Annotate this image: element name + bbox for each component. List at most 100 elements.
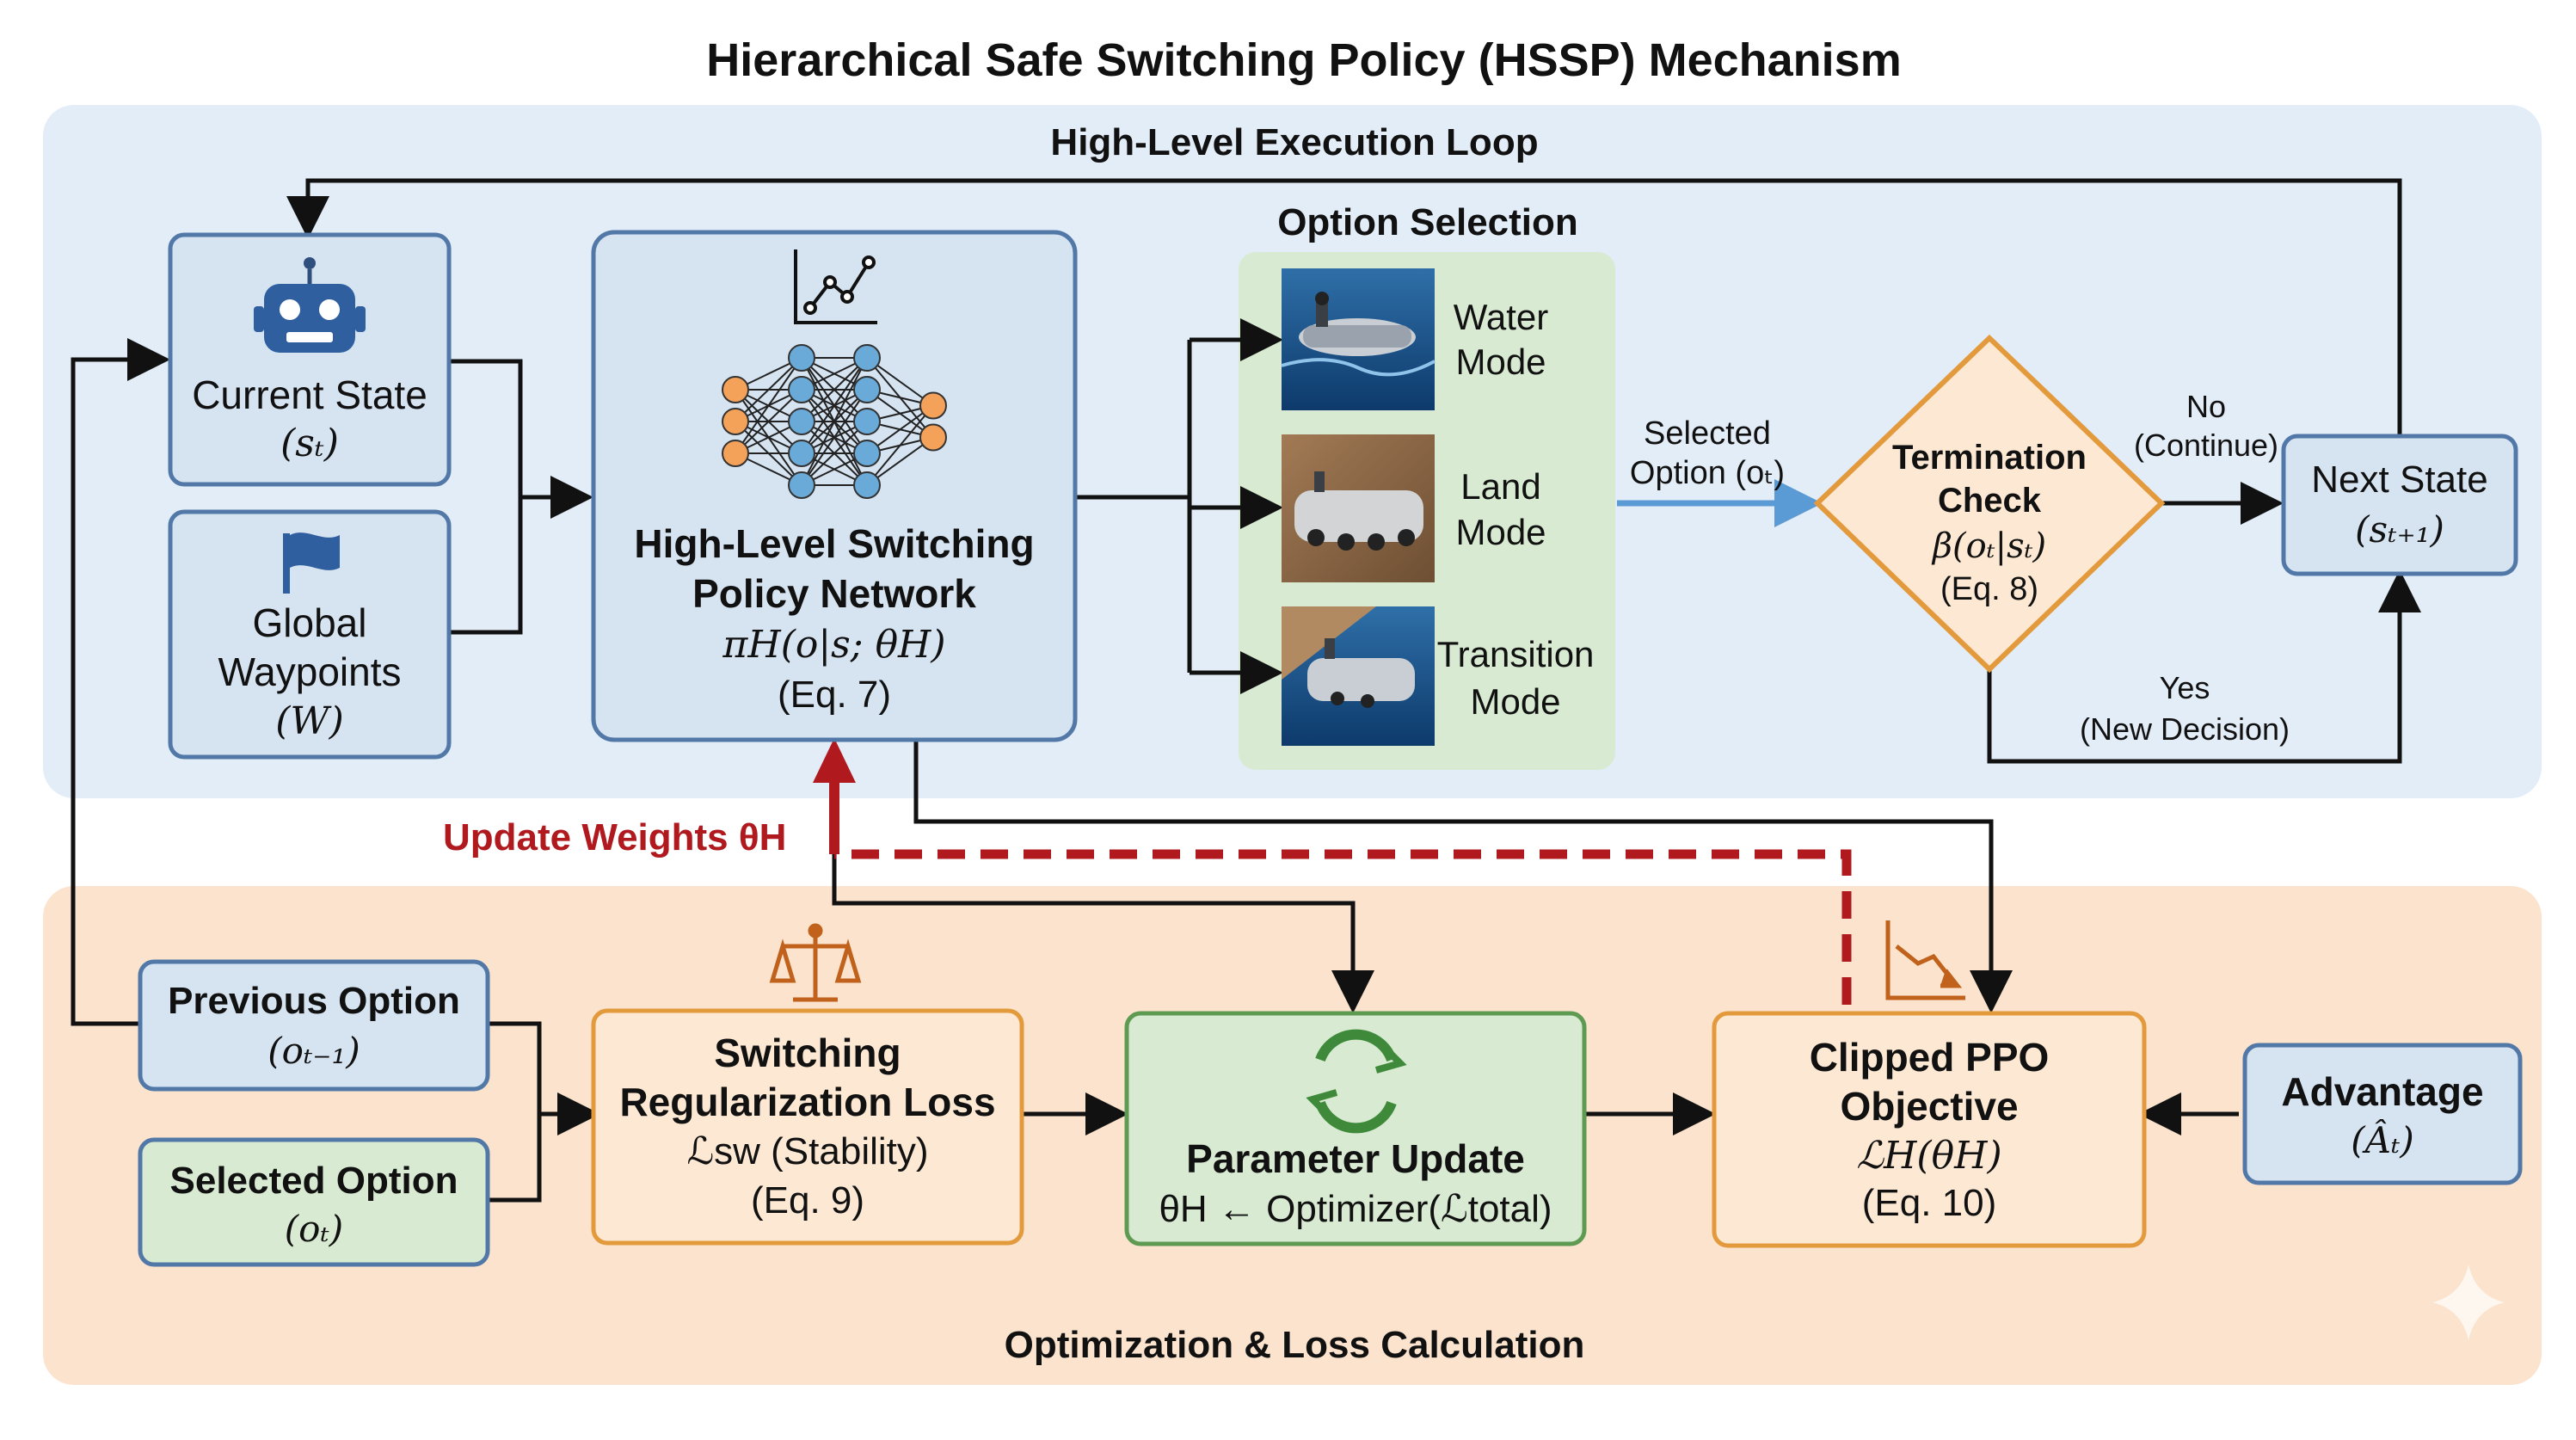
nn-node <box>919 391 947 420</box>
policy-network-line1: High-Level Switching <box>634 521 1034 566</box>
next-state-symbol: (sₜ₊₁) <box>2355 508 2444 551</box>
next-state-label: Next State <box>2311 458 2487 501</box>
water-mode-image <box>1281 268 1436 410</box>
switching-loss-line1: Switching <box>714 1031 901 1075</box>
nn-connection <box>801 357 868 454</box>
nn-node <box>788 376 815 403</box>
nn-node <box>853 440 881 467</box>
advantage-symbol: (Âₜ) <box>2351 1118 2413 1161</box>
switching-loss-eq: (Eq. 9) <box>751 1179 864 1222</box>
termination-line2: Check <box>1938 482 2042 520</box>
water-mode-line1: Water <box>1454 297 1548 337</box>
flag-icon <box>283 532 340 594</box>
update-weights-dashed-line <box>834 849 1852 1005</box>
no-label-line1: No <box>2186 389 2226 424</box>
update-weights-arrow-head <box>813 738 856 783</box>
nn-connection <box>801 389 868 486</box>
yes-arrow <box>1987 569 2421 764</box>
balance-scale-icon <box>769 923 862 1002</box>
selected-option-label: Selected Option <box>170 1160 458 1202</box>
ppo-objective-formula: ℒH(θH) <box>1856 1134 2001 1178</box>
stem-to-param-arrow <box>832 826 1374 1013</box>
policy-network-formula: πH(o|s; θH) <box>722 623 945 667</box>
selected-option-arrow-line2: Option (oₜ) <box>1630 455 1785 491</box>
advantage-box <box>2242 1043 2523 1185</box>
no-label-line2: (Continue) <box>2134 428 2278 463</box>
declining-chart-icon <box>1885 920 1965 1000</box>
nn-node <box>722 408 749 435</box>
ppo-objective-line1: Clipped PPO <box>1810 1035 2050 1080</box>
nn-connection <box>735 357 802 454</box>
nn-connection <box>801 357 868 486</box>
switching-loss-formula: ℒsw (Stability) <box>686 1130 928 1172</box>
connectors <box>71 178 2421 1203</box>
transition-mode-line1: Transition <box>1437 634 1595 674</box>
nn-node <box>788 344 815 372</box>
nn-node <box>722 440 749 467</box>
global-waypoints-box <box>168 509 452 760</box>
nn-node <box>853 471 881 499</box>
parameter-update-label: Parameter Update <box>1186 1136 1525 1181</box>
termination-line1: Termination <box>1892 439 2087 477</box>
global-waypoints-line2: Waypoints <box>218 649 401 694</box>
nn-connection <box>866 404 934 486</box>
prev-option-feedback-arrow <box>71 338 170 1026</box>
switching-loss-box <box>591 1008 1024 1246</box>
policy-network-line2: Policy Network <box>692 571 976 616</box>
previous-option-symbol: (oₜ₋₁) <box>267 1030 360 1072</box>
nn-connection <box>801 357 868 422</box>
previous-option-label: Previous Option <box>168 980 460 1022</box>
neural-network-icon <box>722 344 947 499</box>
robot-icon <box>254 257 366 353</box>
land-mode-line2: Mode <box>1455 512 1546 552</box>
transition-mode-line2: Mode <box>1470 681 1560 722</box>
loop-back-arrow <box>286 178 2402 434</box>
sparkle-icon <box>2432 1265 2505 1340</box>
switching-loss-line2: Regularization Loss <box>619 1080 995 1124</box>
previous-option-box <box>138 959 490 1092</box>
current-state-box <box>168 232 452 487</box>
nn-node <box>853 376 881 403</box>
nn-node <box>853 344 881 372</box>
nn-node <box>722 376 749 403</box>
ppo-objective-eq: (Eq. 10) <box>1862 1182 1997 1224</box>
global-waypoints-line1: Global <box>253 600 367 645</box>
policy-to-ppo-arrow <box>913 742 2013 1013</box>
advantage-label: Advantage <box>2281 1069 2483 1114</box>
termination-formula: β(oₜ|sₜ) <box>1931 526 2046 566</box>
selected-option-symbol: (oₜ) <box>285 1208 343 1250</box>
next-state-box <box>2281 434 2518 576</box>
yes-label-line2: (New Decision) <box>2080 711 2290 747</box>
high-level-panel-title: High-Level Execution Loop <box>1050 121 1538 163</box>
selected-option-box <box>138 1137 490 1267</box>
land-mode-line1: Land <box>1460 466 1540 507</box>
nn-connection <box>735 357 802 422</box>
ppo-objective-box <box>1712 1011 2147 1248</box>
water-mode-line2: Mode <box>1455 342 1546 382</box>
diagram-title: Hierarchical Safe Switching Policy (HSSP… <box>706 34 1901 86</box>
parameter-update-formula: θH ← Optimizer(ℒtotal) <box>1159 1188 1552 1230</box>
option-selection-title: Option Selection <box>1277 201 1578 243</box>
ppo-objective-line2: Objective <box>1840 1084 2018 1129</box>
nn-connection <box>801 421 868 486</box>
nn-node <box>788 440 815 467</box>
global-waypoints-symbol: (W) <box>275 699 344 743</box>
termination-eq: (Eq. 8) <box>1940 571 2038 607</box>
transition-mode-image <box>1282 606 1435 746</box>
policy-network-eq: (Eq. 7) <box>778 674 891 716</box>
nn-node <box>788 408 815 435</box>
nn-node <box>919 423 947 452</box>
nn-node <box>853 408 881 435</box>
yes-label-line1: Yes <box>2160 670 2210 705</box>
refresh-cycle-icon <box>1306 1029 1407 1134</box>
current-state-label: Current State <box>192 372 427 417</box>
land-mode-image <box>1282 434 1435 582</box>
selected-option-arrow-line1: Selected <box>1644 415 1771 452</box>
update-weights-label: Update Weights θH <box>443 816 786 858</box>
nn-node <box>788 471 815 499</box>
nn-connection <box>735 389 802 454</box>
chart-icon <box>794 249 877 324</box>
termination-diamond <box>1813 334 2166 674</box>
optimization-panel-title: Optimization & Loss Calculation <box>1005 1324 1585 1366</box>
